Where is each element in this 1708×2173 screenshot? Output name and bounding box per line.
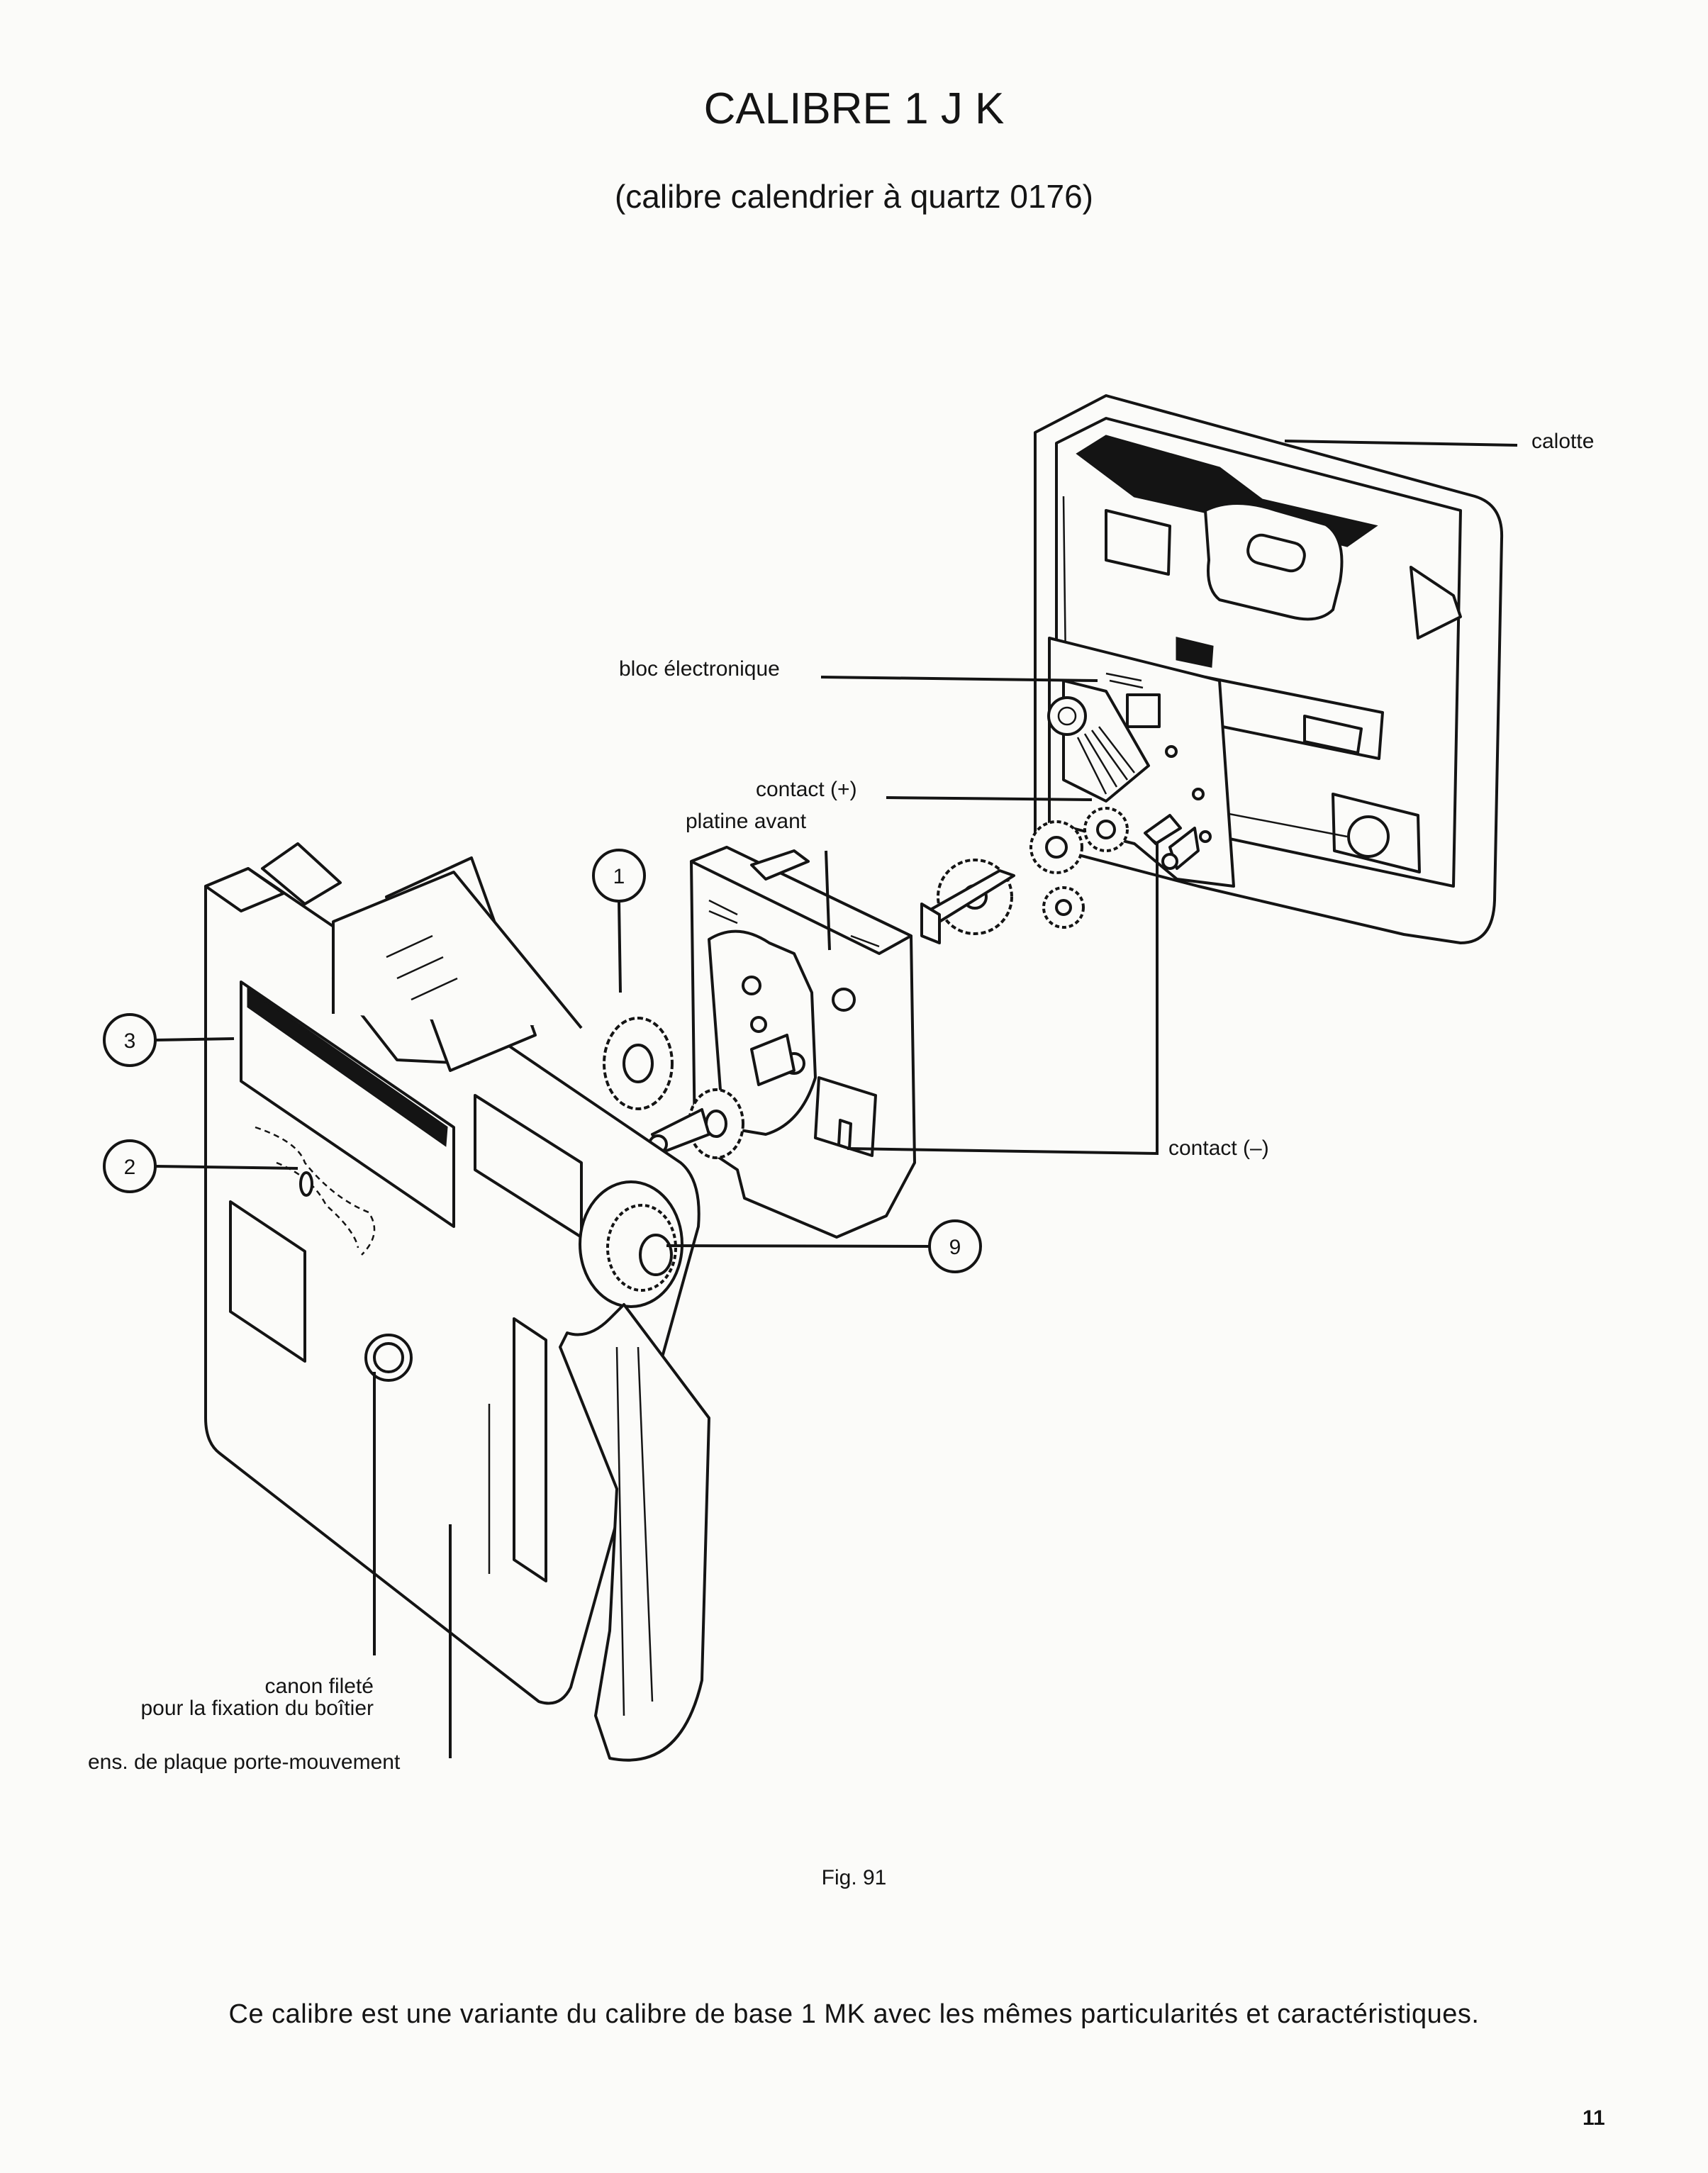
platine-avant (690, 846, 916, 1239)
callout-2: 2 (124, 1156, 136, 1179)
front-wheels (603, 1017, 744, 1159)
caption-text: Ce calibre est une variante du calibre d… (228, 1999, 1480, 2029)
callout-9: 9 (949, 1236, 961, 1259)
label-canon-line1: canon fileté (264, 1675, 374, 1698)
label-platine-avant: platine avant (686, 810, 807, 833)
page-subtitle: (calibre calendrier à quartz 0176) (614, 178, 1094, 215)
page-number: 11 (1583, 2106, 1605, 2130)
plaque-porte-mouvement (204, 842, 710, 1762)
callout-1: 1 (613, 865, 625, 888)
leader-lines (155, 440, 1518, 1758)
figure-label: Fig. 91 (821, 1866, 887, 1889)
label-canon-line2: pour la fixation du boîtier (140, 1697, 374, 1720)
label-bloc-electronique: bloc électronique (619, 657, 780, 681)
label-calotte: calotte (1531, 430, 1595, 453)
label-plaque-porte-mouvement: ens. de plaque porte-mouvement (88, 1750, 401, 1774)
gear-train (920, 807, 1200, 944)
label-contact-plus: contact (+) (756, 778, 857, 801)
page-title: CALIBRE 1 J K (703, 84, 1005, 133)
callout-3: 3 (124, 1029, 136, 1053)
label-contact-minus: contact (–) (1168, 1136, 1269, 1160)
